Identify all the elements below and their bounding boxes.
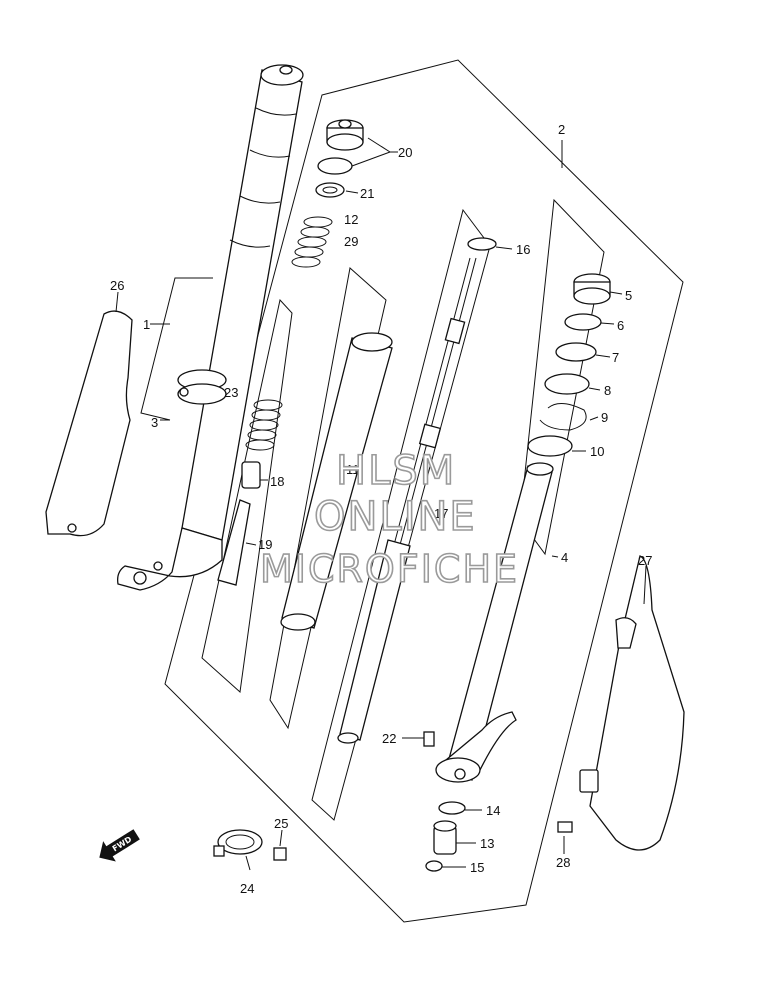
fork-guard-right[interactable] xyxy=(579,555,685,851)
damper-cylinder[interactable] xyxy=(280,332,393,631)
callout-labels: 2 20 21 12 29 16 26 5 6 1 7 8 23 9 3 10 … xyxy=(110,122,652,896)
spring-guide[interactable] xyxy=(217,499,251,586)
callout-25: 25 xyxy=(274,816,288,831)
callout-8: 8 xyxy=(604,383,611,398)
outer-tube[interactable] xyxy=(117,64,304,591)
fwd-arrow-icon: FWD xyxy=(99,829,140,862)
callout-12: 12 xyxy=(344,212,358,227)
spring-guide-outline xyxy=(269,267,387,730)
callout-11: 11 xyxy=(346,462,360,477)
dust-seal[interactable] xyxy=(527,435,573,457)
inner-tube[interactable] xyxy=(435,462,554,783)
callout-28: 28 xyxy=(556,855,570,870)
plug-15[interactable] xyxy=(425,860,443,872)
watermark-line1: HLSM xyxy=(336,448,456,494)
oil-seal[interactable] xyxy=(544,373,590,395)
callout-13: 13 xyxy=(480,836,494,851)
adjuster-13[interactable] xyxy=(433,820,457,855)
watermark-line2: ONLINE xyxy=(314,494,477,540)
bolt-25[interactable] xyxy=(273,847,287,861)
callout-19: 19 xyxy=(258,537,272,552)
bushing-group-outline xyxy=(519,198,605,556)
guide-bushing[interactable] xyxy=(564,313,602,331)
callout-10: 10 xyxy=(590,444,604,459)
clamp-24[interactable] xyxy=(213,829,263,857)
callout-26: 26 xyxy=(110,278,124,293)
callout-15: 15 xyxy=(470,860,484,875)
callout-9: 9 xyxy=(601,410,608,425)
washer[interactable] xyxy=(555,342,597,362)
callout-7: 7 xyxy=(612,350,619,365)
callout-20: 20 xyxy=(398,145,412,160)
assembly-outlines xyxy=(140,59,684,923)
fork-guard-left[interactable] xyxy=(45,310,133,537)
slide-bushing[interactable] xyxy=(573,273,611,305)
bolt-28[interactable] xyxy=(557,821,573,833)
callout-18: 18 xyxy=(270,474,284,489)
callout-14: 14 xyxy=(486,803,500,818)
callout-3: 3 xyxy=(151,415,158,430)
callout-16: 16 xyxy=(516,242,530,257)
lower-spring[interactable] xyxy=(245,399,283,451)
cap-o-ring[interactable] xyxy=(317,157,353,175)
inner-tube-outline xyxy=(201,298,293,693)
stopper-ring xyxy=(539,403,587,431)
callout-4: 4 xyxy=(561,550,568,565)
callout-21: 21 xyxy=(360,186,374,201)
callout-29: 29 xyxy=(344,234,358,249)
damper-rod[interactable] xyxy=(337,257,477,744)
o-ring-14[interactable] xyxy=(438,801,466,815)
rod-washer[interactable] xyxy=(467,237,497,251)
callout-6: 6 xyxy=(617,318,624,333)
callout-5: 5 xyxy=(625,288,632,303)
callout-22: 22 xyxy=(382,731,396,746)
damper-group-outline xyxy=(311,208,491,821)
watermark-line3: MICROFICHE xyxy=(260,547,519,591)
callout-2: 2 xyxy=(558,122,565,137)
spacer-washer[interactable] xyxy=(315,182,345,198)
inner-tube-bracket xyxy=(140,277,213,421)
callout-23: 23 xyxy=(224,385,238,400)
fork-cap[interactable] xyxy=(326,119,364,151)
leader-lines xyxy=(115,137,647,871)
bolt-22[interactable] xyxy=(423,731,435,747)
callout-27: 27 xyxy=(638,553,652,568)
upper-spring[interactable] xyxy=(291,216,333,268)
callout-17: 17 xyxy=(434,506,448,521)
callout-1: 1 xyxy=(143,317,150,332)
fork-assembly-outline xyxy=(164,59,684,923)
watermark: HLSM ONLINE MICROFICHE xyxy=(259,447,519,592)
callout-24: 24 xyxy=(240,881,254,896)
spring-seat[interactable] xyxy=(241,461,261,489)
tube-clamp[interactable] xyxy=(177,369,227,405)
